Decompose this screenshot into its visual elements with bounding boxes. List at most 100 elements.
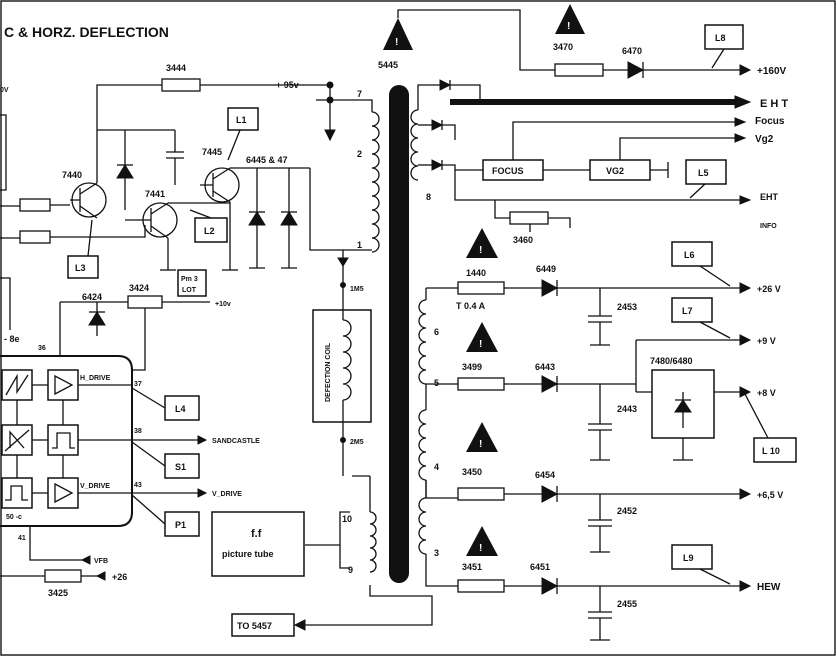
label-v-drive-in: V_DRIVE <box>80 483 110 490</box>
callout-l6 <box>671 241 713 267</box>
label-sandcastle: SANDCASTLE <box>212 438 260 445</box>
resistor-3470 <box>554 63 604 77</box>
label-1440: 1440 <box>466 268 486 278</box>
callout-l10-text: L 10 <box>762 446 780 456</box>
resistor-3425 <box>44 569 82 583</box>
schematic-title: C & HORZ. DEFLECTION <box>4 24 169 40</box>
ic-block: H_DRIVE 38 SANDCASTLE 50 -c V_DRIVE 43 V… <box>0 355 260 598</box>
output-eht-info-2: INFO <box>760 223 777 230</box>
callout-s1 <box>164 453 200 479</box>
label-vfb: VFB <box>94 558 108 565</box>
pin-5: 5 <box>434 378 439 388</box>
callout-l9 <box>671 544 713 570</box>
output-hew: HEW <box>757 582 781 593</box>
label-plus10v: +10v <box>215 301 231 308</box>
label-6470: 6470 <box>622 46 642 56</box>
label-pm3: Pm 3 <box>181 276 198 283</box>
pin-10: 10 <box>342 514 352 524</box>
label-6451: 6451 <box>530 562 550 572</box>
pin-7: 7 <box>357 89 362 99</box>
label-ff: f.f <box>251 528 262 540</box>
label-2m5: 2M5 <box>350 439 364 446</box>
label-6454: 6454 <box>535 470 555 480</box>
label-3444: 3444 <box>166 63 186 73</box>
pin-41: 41 <box>18 535 26 542</box>
horizontal-driver-section: 7440 3444 + 95v 7441 7445 6445 & 47 <box>0 63 364 330</box>
picture-tube-box <box>211 511 305 577</box>
transformer-core <box>389 85 409 583</box>
top-left-fragment: 0V <box>0 87 9 94</box>
label-3450: 3450 <box>462 467 482 477</box>
output-26v: +26 V <box>757 284 781 294</box>
callout-l4-text: L4 <box>175 404 186 414</box>
svg-text:!: ! <box>567 21 570 32</box>
label-to-5457: TO 5457 <box>237 621 272 631</box>
output-8v: +8 V <box>757 388 776 398</box>
supply-rail-9v-8v: ! 3499 6443 2443 +9 V 7480/6480 +8 V <box>426 322 776 461</box>
label-neg-8e: - 8e <box>4 334 20 344</box>
label-1m5: 1M5 <box>350 286 364 293</box>
output-160v: +160V <box>757 66 787 77</box>
section-3424: 3424 +10v 6424 37 36 - 8e <box>4 283 231 388</box>
callout-l5-text: L5 <box>698 168 709 178</box>
label-6449: 6449 <box>536 264 556 274</box>
callout-l1-text: L1 <box>236 115 247 125</box>
transformer-5445: 5445 7 2 1 ! ! 3470 6470 +160V E H T <box>293 4 788 631</box>
pin-8: 8 <box>426 192 431 202</box>
pin-36: 36 <box>38 345 46 352</box>
svg-text:!: ! <box>395 37 398 48</box>
label-6445-47: 6445 & 47 <box>246 155 288 165</box>
label-v-drive: V_DRIVE <box>212 491 242 498</box>
label-95v: + 95v <box>276 80 299 90</box>
callout-s1-text: S1 <box>175 462 186 472</box>
label-plus26-left: +26 <box>112 572 127 582</box>
output-6v5: +6,5 V <box>757 490 783 500</box>
label-2452: 2452 <box>617 506 637 516</box>
label-picture-tube: picture tube <box>222 549 274 559</box>
pin-3: 3 <box>434 548 439 558</box>
resistor-3444 <box>161 78 201 92</box>
callout-l3 <box>67 255 99 279</box>
pin-43: 43 <box>134 482 142 489</box>
label-2443: 2443 <box>617 404 637 414</box>
label-3451: 3451 <box>462 562 482 572</box>
supply-rail-hew: ! 3451 6451 HEW 2455 <box>425 526 781 641</box>
callout-l2-text: L2 <box>204 226 215 236</box>
callout-l3-text: L3 <box>75 263 86 273</box>
supply-rail-6v5: ! 3450 6454 +6,5 V 2452 <box>425 422 783 553</box>
output-eht: E H T <box>760 98 788 110</box>
label-3499: 3499 <box>462 362 482 372</box>
output-eht-info-1: EHT <box>760 192 779 202</box>
output-vg2: Vg2 <box>755 134 774 145</box>
label-vg2-box: VG2 <box>606 166 624 176</box>
label-deflection-coil: DEFECTION COIL <box>325 342 332 402</box>
callout-l9-text: L9 <box>683 553 694 563</box>
label-6424: 6424 <box>82 292 102 302</box>
output-focus: Focus <box>755 116 785 127</box>
label-regulator: 7480/6480 <box>650 356 693 366</box>
pin-9: 9 <box>348 565 353 575</box>
resistor-left-lower <box>19 230 51 244</box>
callout-l8-text: L8 <box>715 33 726 43</box>
resistor-3460 <box>509 211 549 225</box>
pin-38: 38 <box>134 428 142 435</box>
pm3-lot-box <box>177 269 207 297</box>
resistor-left-upper <box>19 198 51 212</box>
label-3460: 3460 <box>513 235 533 245</box>
svg-text:!: ! <box>479 543 482 554</box>
resistor-3424 <box>127 295 163 309</box>
label-3425: 3425 <box>48 588 68 598</box>
label-3470: 3470 <box>553 42 573 52</box>
deflection-coil: DEFECTION COIL 2M5 <box>312 285 372 477</box>
svg-text:!: ! <box>479 439 482 450</box>
pin-2: 2 <box>357 149 362 159</box>
callout-l6-text: L6 <box>684 250 695 260</box>
label-fuse-rating: T 0.4 A <box>456 301 486 311</box>
svg-text:!: ! <box>479 245 482 256</box>
fuse-1440 <box>457 281 505 295</box>
resistor-3451 <box>457 579 505 593</box>
label-freq: 50 -c <box>6 514 22 521</box>
callout-l5 <box>685 159 727 185</box>
